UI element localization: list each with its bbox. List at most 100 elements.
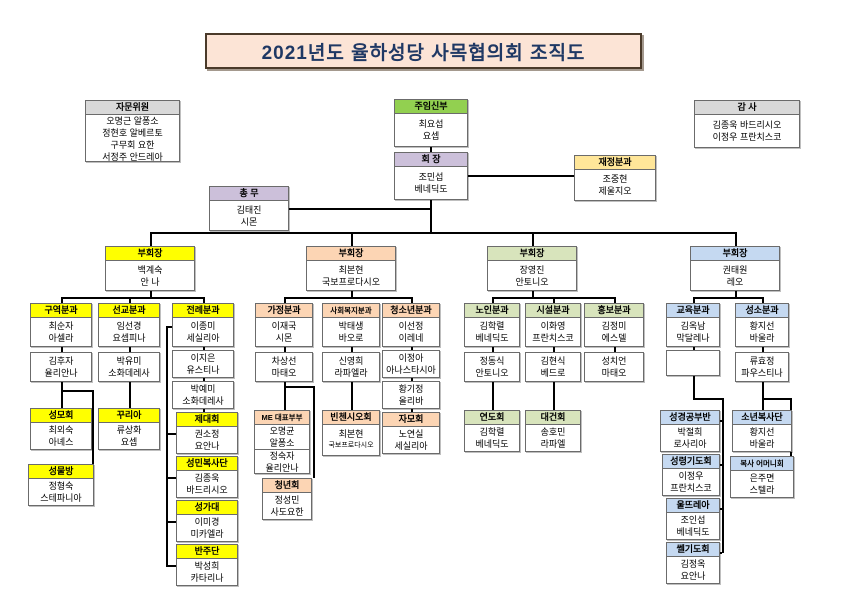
org-box-member: 박성희 [194, 561, 220, 571]
org-box-member: 베드로 [540, 368, 566, 378]
org-box-member: 김학렬 [479, 427, 505, 437]
org-box-header: 성령기도회 [663, 455, 719, 469]
org-box-header: 빈첸시오회 [323, 411, 379, 425]
org-box-member: 프란치스코 [532, 333, 574, 343]
org-box-header: 소년복사단 [733, 411, 791, 425]
org-box-member: 마태오 [601, 368, 627, 378]
org-box-header: 복사 어머니회 [731, 457, 793, 471]
connector-line [129, 297, 131, 303]
org-box-member: 황지선 [749, 427, 775, 437]
connector-line [430, 200, 432, 233]
org-box-header: 자모회 [383, 413, 439, 427]
org-box-member: 베네딕도 [414, 184, 448, 194]
org-box-member: 이선정 [398, 321, 424, 331]
org-box-header: 가정분과 [256, 304, 312, 318]
connector-line [722, 398, 724, 553]
connector-line [61, 390, 92, 392]
org-box-header: 성물방 [29, 465, 93, 479]
connector-line [351, 232, 353, 246]
org-box-member: 권소정 [194, 429, 220, 439]
org-box-header: 대건회 [526, 411, 580, 425]
org-box-header: 감 사 [695, 101, 799, 115]
chart-title: 2021년도 율하성당 사목협의회 조직도 [205, 33, 642, 69]
org-box-header: 전례분과 [173, 304, 233, 318]
org-box-member: 안토니오 [475, 368, 509, 378]
connector-line [129, 347, 131, 352]
connector-line [492, 297, 494, 303]
org-box-member: 최순자 [48, 321, 74, 331]
org-box-header: 성소분과 [736, 304, 788, 318]
org-box-member: 베네딕도 [475, 333, 509, 343]
org-box-member: 노연실 [398, 429, 424, 439]
org-box-gyoyuk-empty [666, 350, 720, 376]
org-box-member: 이종미 [190, 321, 216, 331]
org-box-member: 세실리아 [394, 441, 428, 451]
org-box-header: 사회복지분과 [323, 304, 379, 318]
org-box-member: 최본현 [338, 429, 364, 439]
org-box-member: 박예미 [190, 384, 216, 394]
org-box-member: 김정미 [601, 321, 627, 331]
org-box-member: 베네딕도 [475, 439, 509, 449]
org-box-member: 김옥남 [680, 321, 706, 331]
org-box-member: 레오 [726, 276, 744, 287]
org-box-header: 연도회 [465, 411, 519, 425]
org-box-member: 은주면 [749, 473, 775, 483]
connector-line [553, 382, 555, 410]
org-box-member: 스테파니아 [40, 493, 82, 503]
org-box-member: 신영희 [338, 356, 364, 366]
connector-line [150, 291, 152, 297]
org-box-member: 스텔라 [749, 485, 775, 495]
connector-line [693, 398, 722, 400]
org-box-member: 아셀라 [48, 333, 74, 343]
org-box-member: 조인섭 [680, 515, 706, 525]
org-box-header: 노인분과 [465, 304, 519, 318]
org-box-member: 차상선 [271, 356, 297, 366]
org-box-member: 이정우 프란치스코 [712, 132, 782, 142]
connector-line [693, 347, 695, 350]
connector-line [351, 382, 353, 410]
connector-line [61, 382, 63, 408]
connector-line [492, 347, 494, 352]
org-box-member: 정성민 [274, 495, 300, 505]
org-box-member: 김현식 [540, 356, 566, 366]
org-box-header: 꾸리아 [99, 409, 159, 423]
org-box-member: 마태오 [271, 368, 297, 378]
org-box-member: 베네딕도 [676, 527, 710, 537]
org-box-member: 이화영 [540, 321, 566, 331]
org-box-member: 정동식 [479, 356, 505, 366]
org-box-member: 이재국 [271, 321, 297, 331]
org-box-member: 류효정 [749, 356, 775, 366]
